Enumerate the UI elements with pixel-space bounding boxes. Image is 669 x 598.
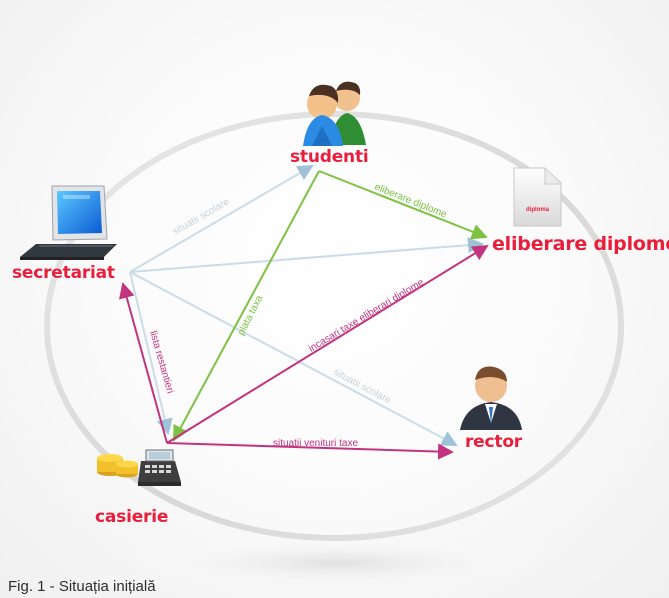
node-secretariat: secretariat (12, 263, 115, 283)
edge-secretariat-to-casierie (129, 271, 173, 435)
node-eliberare-diplome: eliberare diplome (492, 233, 669, 255)
edge-situatii-scolare-top (129, 164, 314, 273)
edge-incasari-taxe (166, 244, 489, 444)
node-studenti: studenti (290, 147, 369, 167)
edge-lista-restantieri (119, 282, 168, 444)
edge-situatii-venituri-taxe (166, 442, 454, 460)
rector-icon (460, 366, 522, 430)
cash-register-icon (97, 449, 181, 486)
process-ring (44, 111, 624, 541)
ground-shadow (127, 536, 547, 590)
figure-caption: Fig. 1 - Situația inițială (8, 578, 156, 595)
node-casierie: casierie (95, 507, 169, 527)
edge-plata-taxa (173, 170, 320, 442)
computer-icon (20, 185, 117, 260)
edge-eliberare-diplome (318, 170, 488, 240)
edge-secretariat-to-eliberare (129, 237, 484, 273)
label-situatii-scolare-bottom: situatii scolare (332, 367, 393, 407)
students-icon (303, 81, 366, 146)
edge-situatii-scolare-bottom (129, 271, 458, 446)
label-situatii-venituri-taxe: situatii venituri taxe (273, 438, 358, 449)
label-eliberare-diplome-edge: eliberare diplome (373, 182, 449, 221)
node-rector: rector (465, 432, 522, 452)
diploma-tag: diploma (526, 207, 550, 213)
label-incasari-taxe: incasari taxe eliberari diplome (307, 277, 426, 355)
document-icon: diploma (513, 167, 562, 227)
